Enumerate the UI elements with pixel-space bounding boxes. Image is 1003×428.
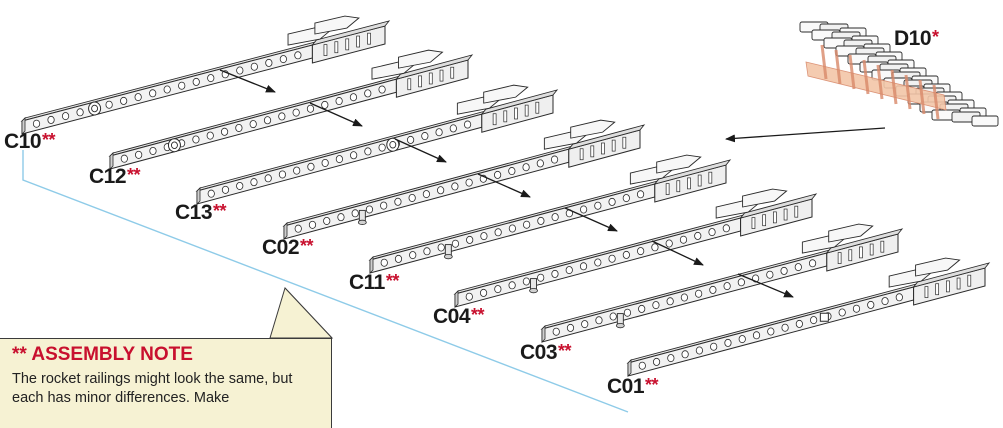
leader-line — [22, 150, 629, 413]
part-label-c12: C12** — [89, 165, 141, 188]
rocket-rail-c03 — [540, 223, 904, 343]
part-label-c11: C11** — [349, 271, 399, 294]
part-label-c01: C01** — [607, 375, 659, 398]
part-label-c04: C04** — [433, 305, 485, 328]
part-label-d10: D10* — [894, 27, 939, 50]
assembly-arrow — [725, 127, 886, 143]
part-label-c03: C03** — [520, 341, 572, 364]
part-d10 — [799, 21, 999, 127]
assembly-note: ** ASSEMBLY NOTE The rocket railings mig… — [0, 338, 332, 428]
rocket-rail-c12 — [108, 49, 474, 170]
assembly-arrow — [477, 173, 531, 198]
assembly-note-body: The rocket railings might look the same,… — [12, 370, 293, 406]
assembly-arrow — [651, 240, 704, 266]
rocket-rail-c13 — [195, 84, 559, 205]
assembly-arrow — [737, 273, 794, 298]
assembly-note-title: ** ASSEMBLY NOTE — [12, 344, 193, 365]
rocket-rail-c11 — [368, 154, 732, 274]
diagram-canvas — [20, 15, 999, 413]
rocket-rail-c02 — [282, 119, 646, 240]
rocket-rail-c10 — [20, 15, 391, 135]
part-label-c10: C10** — [4, 130, 56, 153]
assembly-arrow — [219, 69, 276, 93]
assembly-arrow — [309, 102, 363, 127]
part-label-c02: C02** — [262, 236, 314, 259]
assembly-arrow — [564, 207, 618, 232]
rocket-rail-c04 — [453, 188, 818, 308]
part-label-c13: C13** — [175, 201, 227, 224]
assembly-diagram: C10** C12** C13** C02** C11** C04** C03*… — [0, 15, 999, 428]
rocket-rail-c01 — [626, 257, 991, 377]
assembly-arrow — [394, 138, 447, 163]
